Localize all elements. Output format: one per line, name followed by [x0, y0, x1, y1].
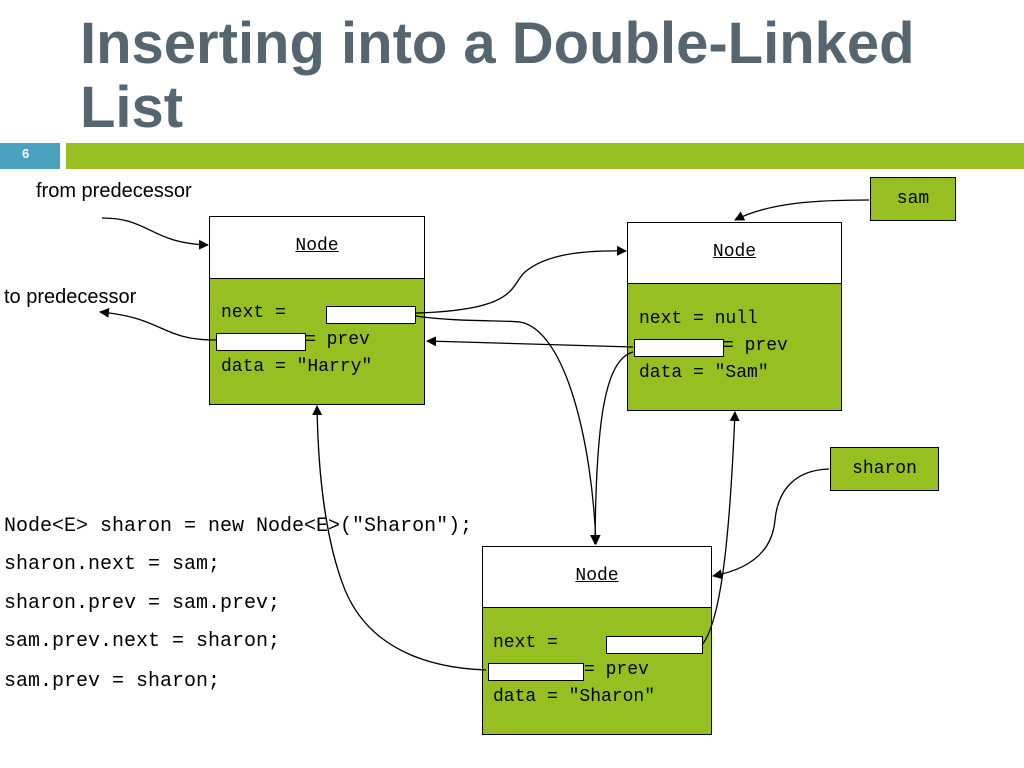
node-harry-prev-label: = prev: [305, 330, 370, 350]
arrow-sam-ref: [734, 199, 870, 221]
node-harry-data-label: data = "Harry": [221, 357, 373, 377]
node-sharon-next-label: next =: [493, 633, 558, 653]
from-predecessor-label: from predecessor: [36, 180, 192, 202]
node-sharon-body: next = = prev data = "Sharon": [483, 607, 711, 734]
arrow-to-predecessor: [99, 307, 217, 341]
arrow-sam-prev-to-harry: [426, 336, 634, 348]
arrow-sharon-ref: [712, 468, 830, 580]
node-sam-next-label: next = null: [639, 309, 758, 329]
code-line-5: sam.prev = sharon;: [4, 670, 221, 693]
slide-number-badge: 6: [0, 143, 60, 169]
node-sam-body: next = null = prev data = "Sam": [628, 283, 841, 410]
node-sam: Node next = null = prev data = "Sam": [627, 222, 842, 411]
node-harry-next-label: next =: [221, 303, 286, 323]
node-sharon-data-label: data = "Sharon": [493, 687, 656, 707]
node-sam-prev-label: = prev: [723, 336, 788, 356]
arrow-harry-next-to-sharon: [415, 315, 601, 545]
slide-number: 6: [22, 146, 30, 161]
node-sharon-prev-label: = prev: [584, 660, 649, 680]
node-sharon-header: Node: [575, 566, 619, 586]
code-line-1: Node<E> sharon = new Node<E>("Sharon");: [4, 515, 473, 538]
arrow-from-predecessor: [101, 217, 209, 250]
code-line-4: sam.prev.next = sharon;: [4, 630, 281, 653]
node-sharon-prev-slot: [488, 663, 584, 681]
ref-box-sam: sam: [870, 177, 956, 221]
node-sharon-next-slot: [606, 636, 703, 654]
arrow-sharon-prev-to-harry: [312, 405, 487, 671]
node-harry-body: next = = prev data = "Harry": [210, 278, 424, 404]
accent-bar: [66, 143, 1024, 169]
node-harry-prev-slot: [216, 333, 306, 351]
node-harry: Node next = = prev data = "Harry": [209, 216, 425, 405]
node-sam-prev-slot: [634, 339, 724, 357]
to-predecessor-label: to predecessor: [4, 286, 137, 308]
node-sharon: Node next = = prev data = "Sharon": [482, 546, 712, 735]
node-sam-data-label: data = "Sam": [639, 363, 769, 383]
code-line-3: sharon.prev = sam.prev;: [4, 592, 281, 615]
code-line-2: sharon.next = sam;: [4, 553, 221, 576]
slide-title: Inserting into a Double-Linked List: [80, 11, 915, 140]
arrow-harry-next-to-sam: [415, 245, 627, 314]
node-harry-header: Node: [295, 236, 339, 256]
ref-box-sharon: sharon: [830, 447, 939, 491]
node-sam-header: Node: [712, 242, 757, 262]
node-harry-next-slot: [326, 306, 416, 324]
